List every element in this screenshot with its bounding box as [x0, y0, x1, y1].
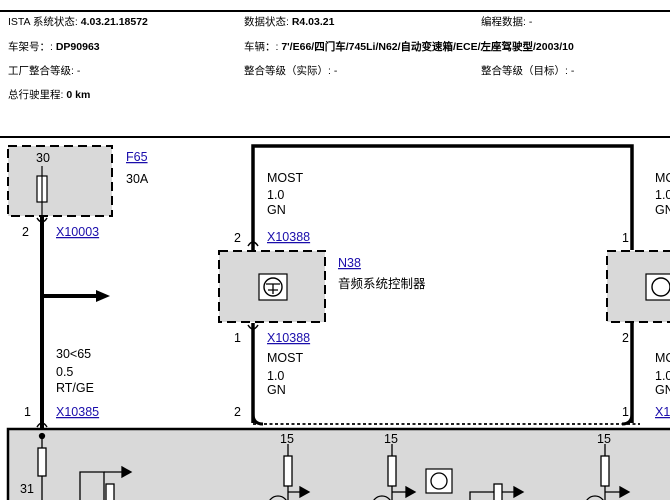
chassis-label: 车架号：: — [8, 41, 53, 53]
vehicle-info: 车辆：: 7'/E66/四门车/745Li/N62/自动变速箱/ECE/左座驾驶… — [244, 41, 574, 54]
factory-integration-level: 工厂整合等级: - — [8, 65, 81, 77]
power-wire-gauge: 0.5 — [56, 365, 73, 379]
target-integration-level: 整合等级（目标）: - — [481, 65, 575, 77]
chassis-number: 车架号：: DP90963 — [8, 41, 100, 54]
ista-status-value: 4.03.21.18572 — [80, 16, 148, 28]
bottom-terminal-15-a: 15 — [280, 432, 294, 446]
bottom-speaker-icon — [430, 472, 448, 490]
right-bottom-name: MC — [655, 351, 670, 365]
right-speaker-icon — [651, 277, 670, 297]
data-status: 数据状态: R4.03.21 — [244, 16, 334, 29]
right-top-color: GN — [655, 203, 670, 217]
right-module-pin: 2 — [622, 331, 629, 345]
actual-integration-level: 整合等级（实际）: - — [244, 65, 338, 77]
fuse-pin-bottom: 2 — [22, 225, 29, 239]
right-top-name: MC — [655, 171, 670, 185]
fuse-rating: 30A — [126, 172, 149, 186]
bottom-internals — [37, 432, 631, 500]
right-top-pin: 1 — [622, 231, 629, 245]
programming-data: 编程数据: - — [481, 16, 533, 28]
most-top-name: MOST — [267, 171, 303, 185]
top-rule — [0, 10, 670, 12]
module-ref-link[interactable]: N38 — [338, 256, 361, 270]
data-status-label: 数据状态: — [244, 16, 289, 28]
power-wire-color: RT/GE — [56, 381, 94, 395]
total-mileage: 总行驶里程: 0 km — [8, 89, 90, 102]
most-top-connector-link[interactable]: X10388 — [267, 230, 310, 244]
vehicle-value: 7'/E66/四门车/745Li/N62/自动变速箱/ECE/左座驾驶型/200… — [281, 41, 574, 53]
most-top-pin: 2 — [234, 231, 241, 245]
right-speaker-icon-frame — [645, 273, 670, 301]
right-bottom-color: GN — [655, 383, 670, 397]
module-bottom-connector-link[interactable]: X10388 — [267, 331, 310, 345]
bottom-terminal-15-b: 15 — [384, 432, 398, 446]
bottom-pin-31: 31 — [20, 482, 34, 496]
mileage-value: 0 km — [66, 89, 91, 101]
data-status-value: R4.03.21 — [291, 16, 335, 28]
power-wire-pin: 1 — [24, 405, 31, 419]
pin-marker-most-top — [247, 241, 259, 247]
branch-arrow-icon — [96, 290, 110, 302]
most-top-color: GN — [267, 203, 286, 217]
diagram-top-rule — [0, 136, 670, 138]
fuse-ref-link[interactable]: F65 — [126, 150, 148, 164]
module-name: 音频系统控制器 — [338, 276, 426, 291]
pin-marker-fuse — [36, 217, 48, 223]
power-wire-terminal: 30<65 — [56, 347, 91, 361]
most-corner-left — [251, 413, 264, 426]
mileage-label: 总行驶里程: — [8, 89, 64, 101]
right-bottom-connector-link[interactable]: X1 — [655, 405, 670, 419]
fuse-pin-top: 30 — [36, 151, 50, 165]
module-pin-bottom: 1 — [234, 331, 241, 345]
most-wire-top — [251, 144, 634, 250]
ista-status: ISTA 系统状态: 4.03.21.18572 — [8, 16, 148, 29]
fuse-box — [7, 145, 113, 217]
bottom-terminal-15-c: 15 — [597, 432, 611, 446]
pin-marker-power — [36, 422, 48, 428]
ista-status-label: ISTA 系统状态: — [8, 16, 78, 28]
bottom-component-box — [6, 427, 670, 500]
most-corner-right — [621, 413, 634, 426]
most-bottom-gauge: 1.0 — [267, 369, 284, 383]
vehicle-label: 车辆：: — [244, 41, 279, 53]
right-top-gauge: 1.0 — [655, 188, 670, 202]
speaker-icon — [263, 277, 283, 297]
right-bottom-gauge: 1.0 — [655, 369, 670, 383]
most-top-gauge: 1.0 — [267, 188, 284, 202]
most-bottom-color: GN — [267, 383, 286, 397]
most-bottom-name: MOST — [267, 351, 303, 365]
most-bottom-pin: 2 — [234, 405, 241, 419]
fuse-connector-link[interactable]: X10003 — [56, 225, 99, 239]
right-bottom-pin: 1 — [622, 405, 629, 419]
power-wire-connector-link[interactable]: X10385 — [56, 405, 99, 419]
chassis-value: DP90963 — [55, 41, 100, 53]
pin-marker-module-bottom — [247, 324, 259, 330]
